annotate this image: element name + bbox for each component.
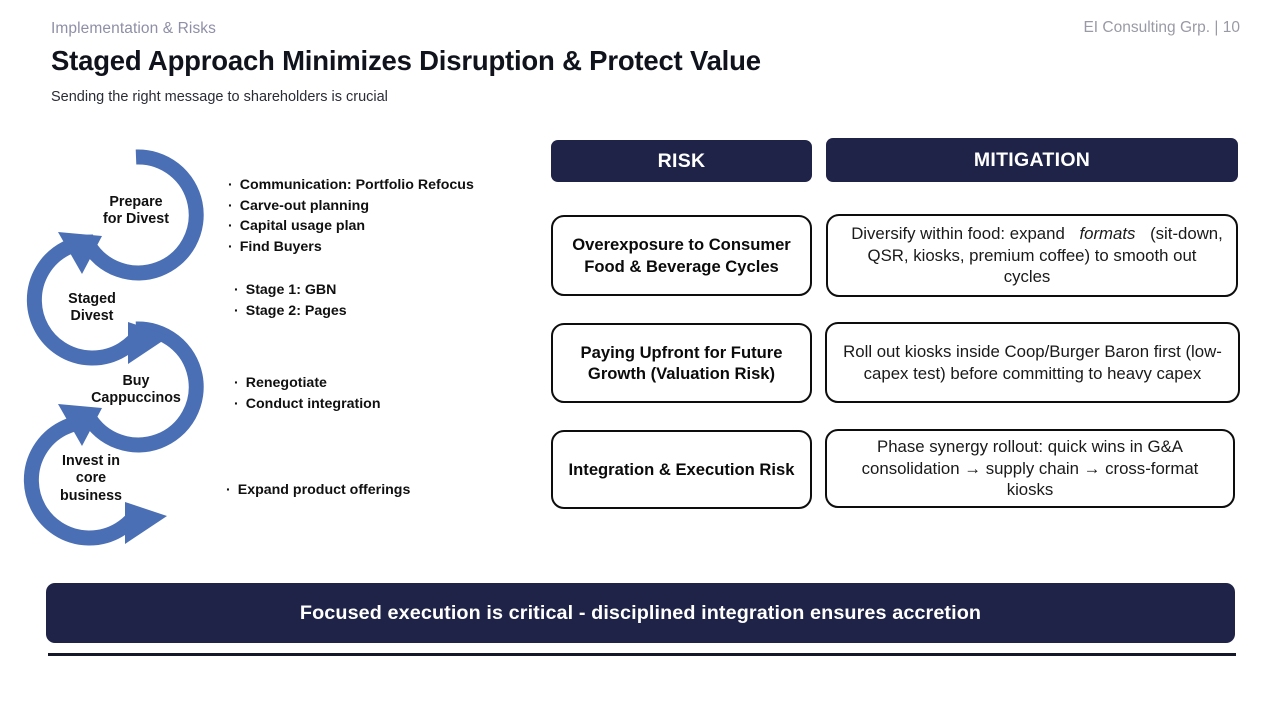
cycle-label-line: Cappuccinos: [91, 390, 181, 407]
mitigation-text-post: (sit-down, QSR, kiosks, premium coffee) …: [867, 223, 1223, 287]
cycle-arc-3: [81, 321, 204, 453]
takeaway-banner-text: Focused execution is critical - discipli…: [299, 601, 982, 624]
page-title: Staged Approach Minimizes Disruption & P…: [51, 45, 761, 76]
list-item: Find Buyers: [228, 237, 474, 258]
cycle-step-label-staged-divest: Staged Divest: [32, 291, 152, 326]
footer-divider: [48, 653, 1236, 656]
cycle-label-line: business: [60, 487, 122, 504]
list-item: Stage 2: Pages: [234, 301, 347, 322]
cycle-arrowhead-1: [58, 232, 102, 274]
cycle-step-label-prepare-for-divest: Prepare for Divest: [76, 194, 196, 229]
list-item: Carve-out planning: [228, 196, 474, 217]
bullet-list-staged-divest: Stage 1: GBN Stage 2: Pages: [234, 280, 347, 321]
mitigation-card-text: Phase synergy rollout: quick wins in G&A…: [861, 436, 1199, 500]
section-eyebrow: Implementation & Risks: [51, 20, 217, 37]
risk-card-text: Integration & Execution Risk: [568, 459, 795, 479]
mitigation-text-pre: Diversify within food: expand: [851, 223, 1070, 243]
cycle-arc-1: [81, 149, 204, 281]
cycle-step-label-buy-cappuccinos: Buy Cappuccinos: [76, 373, 196, 408]
column-header-risk-label: RISK: [657, 149, 706, 172]
cycle-diagram: [18, 140, 233, 560]
mitigation-card-text: Roll out kiosks inside Coop/Burger Baron…: [843, 341, 1222, 383]
column-header-risk: RISK: [551, 140, 812, 182]
cycle-step-label-invest-in-core-business: Invest in core business: [31, 453, 151, 505]
cycle-label-line: Invest in: [62, 453, 120, 469]
list-item: Renegotiate: [234, 373, 381, 394]
cycle-label-line: Divest: [70, 308, 114, 325]
mitigation-card: Phase synergy rollout: quick wins in G&A…: [825, 429, 1235, 508]
mitigation-card-text: Diversify within food: expand formats (s…: [828, 223, 1236, 288]
list-item: Capital usage plan: [228, 216, 474, 237]
column-header-mitigation: MITIGATION: [826, 138, 1238, 182]
cycle-label-line: Staged: [68, 291, 116, 307]
risk-card: Overexposure to Consumer Food & Beverage…: [551, 215, 812, 296]
list-item: Stage 1: GBN: [234, 280, 347, 301]
risk-card: Integration & Execution Risk: [551, 430, 812, 509]
risk-card-text: Overexposure to Consumer Food & Beverage…: [572, 235, 791, 276]
page-subtitle: Sending the right message to shareholder…: [51, 89, 388, 105]
bullet-list-prepare-for-divest: Communication: Portfolio Refocus Carve-o…: [228, 175, 474, 258]
takeaway-banner: Focused execution is critical - discipli…: [46, 583, 1235, 643]
cycle-label-line: Prepare: [109, 194, 163, 210]
column-header-mitigation-label: MITIGATION: [973, 148, 1091, 171]
cycle-arrowhead-2: [128, 322, 170, 364]
cycle-arcs-svg: [23, 149, 204, 546]
cycle-label-line: core: [75, 470, 107, 487]
bullet-list-invest-in-core-business: Expand product offerings: [226, 480, 411, 501]
cycle-arrowhead-4: [125, 502, 167, 544]
risk-card: Paying Upfront for Future Growth (Valuat…: [551, 323, 812, 403]
deck-reference: EI Consulting Grp. | 10: [1083, 19, 1240, 36]
mitigation-card: Roll out kiosks inside Coop/Burger Baron…: [825, 322, 1240, 403]
list-item: Conduct integration: [234, 394, 381, 415]
bullet-list-buy-cappuccinos: Renegotiate Conduct integration: [234, 373, 381, 414]
cycle-arc-2: [26, 234, 149, 366]
cycle-arc-4: [23, 414, 146, 546]
mitigation-card: Diversify within food: expand formats (s…: [826, 214, 1238, 297]
mitigation-text-emphasis: formats: [1079, 223, 1136, 243]
risk-card-text: Paying Upfront for Future Growth (Valuat…: [580, 342, 783, 383]
cycle-label-line: for Divest: [103, 211, 169, 228]
list-item: Communication: Portfolio Refocus: [228, 175, 474, 196]
cycle-label-line: Buy: [122, 373, 150, 389]
list-item: Expand product offerings: [226, 480, 411, 501]
cycle-arrowhead-3: [58, 404, 102, 446]
